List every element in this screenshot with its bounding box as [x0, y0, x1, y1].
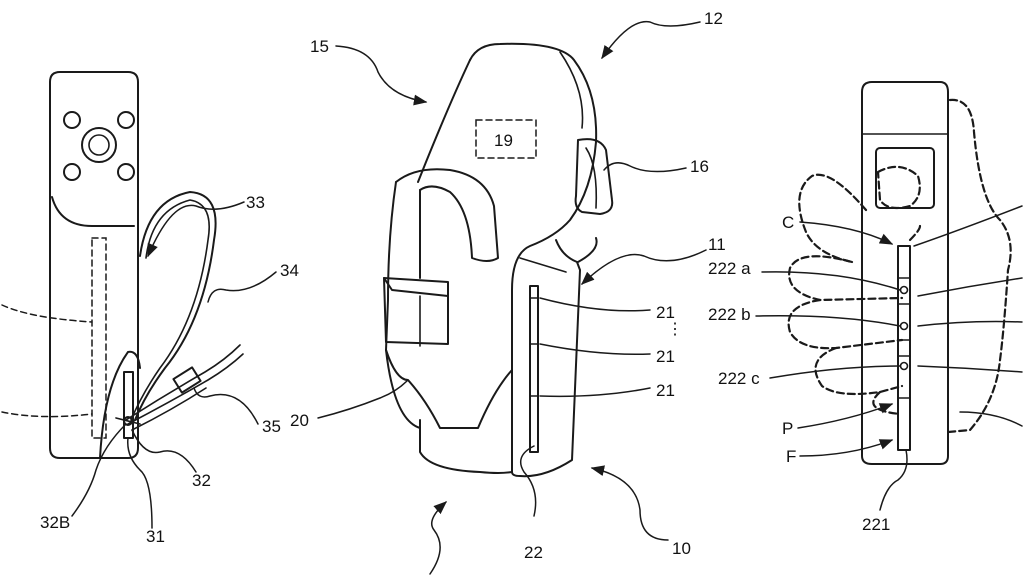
center-button — [81, 127, 117, 163]
reference-labels: 12 15 19 16 11 21 21 21 20 22 10 33 34 3… — [40, 9, 890, 562]
label-21-top: 21 — [656, 303, 675, 322]
leader-lines: ⋮ — [71, 20, 908, 575]
left-controller — [1, 71, 244, 459]
label-10: 10 — [672, 539, 691, 558]
label-11: 11 — [708, 235, 726, 254]
center-device — [383, 42, 614, 478]
internal-box — [475, 119, 537, 159]
label-21-bottom: 21 — [656, 381, 675, 400]
cord-stopper — [172, 366, 202, 394]
button-bottom-left — [63, 163, 81, 181]
button-top-left — [63, 111, 81, 129]
label-32B: 32B — [40, 513, 70, 532]
label-21-middle: 21 — [656, 347, 675, 366]
label-P: P — [782, 419, 793, 438]
label-34: 34 — [280, 261, 299, 280]
label-35: 35 — [262, 417, 281, 436]
label-12: 12 — [704, 9, 723, 28]
label-19: 19 — [494, 131, 513, 150]
label-C: C — [782, 213, 794, 232]
label-15: 15 — [310, 37, 329, 56]
label-31: 31 — [146, 527, 165, 546]
label-32: 32 — [192, 471, 211, 490]
sensor-strip — [529, 285, 539, 453]
label-22: 22 — [524, 543, 543, 562]
ellipsis-vertical: ⋮ — [667, 321, 683, 338]
label-33: 33 — [246, 193, 265, 212]
label-222b: 222 b — [708, 305, 751, 324]
finger-sensor — [897, 245, 911, 451]
strap-band — [383, 277, 449, 345]
button-top-right — [117, 111, 135, 129]
label-222a: 222 a — [708, 259, 751, 278]
label-222c: 222 c — [718, 369, 760, 388]
label-221: 221 — [862, 515, 890, 534]
trigger-button — [574, 138, 614, 215]
button-bottom-right — [117, 163, 135, 181]
right-controller — [787, 81, 1023, 465]
label-F: F — [786, 447, 796, 466]
label-20: 20 — [290, 411, 309, 430]
label-16: 16 — [690, 157, 709, 176]
